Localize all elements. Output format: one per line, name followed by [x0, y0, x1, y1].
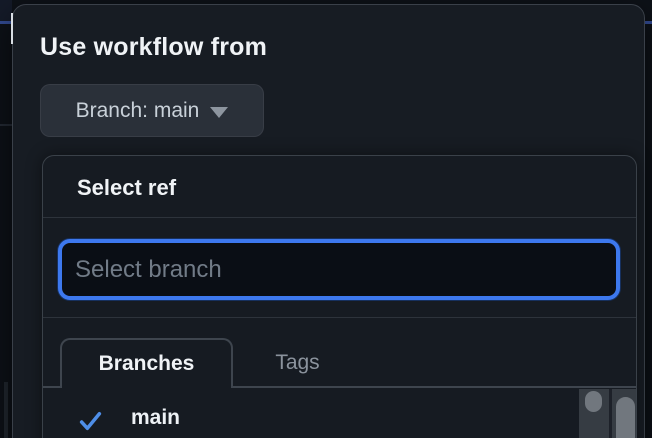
branch-list-item-main[interactable] — [43, 398, 573, 438]
tab-tags-label: Tags — [275, 351, 320, 374]
tab-branches-label: Branches — [98, 352, 195, 375]
tabnav-border — [233, 386, 636, 388]
scrollbar-divider — [609, 389, 612, 438]
branch-list-item-label: main — [131, 406, 181, 429]
divider — [43, 217, 636, 218]
triangle-down-icon — [210, 106, 229, 118]
branch-search-box — [58, 239, 620, 300]
use-workflow-from-title: Use workflow from — [40, 33, 268, 61]
background-fragment — [0, 124, 12, 126]
background-fragment — [4, 382, 8, 438]
divider — [43, 317, 636, 318]
select-ref-title: Select ref — [77, 175, 177, 200]
check-icon — [79, 411, 102, 431]
branch-selector-button[interactable]: Branch: main — [40, 84, 264, 137]
tab-tags[interactable]: Tags — [245, 338, 350, 388]
tabnav-border — [43, 386, 60, 388]
background-fragment — [0, 0, 12, 21]
branch-search-input[interactable] — [62, 243, 616, 296]
branch-selector-label: Branch: main — [75, 98, 200, 122]
scrollbar-thumb[interactable] — [616, 397, 635, 438]
scrollbar-thumb[interactable] — [585, 391, 602, 412]
tab-branches[interactable]: Branches — [60, 338, 233, 388]
